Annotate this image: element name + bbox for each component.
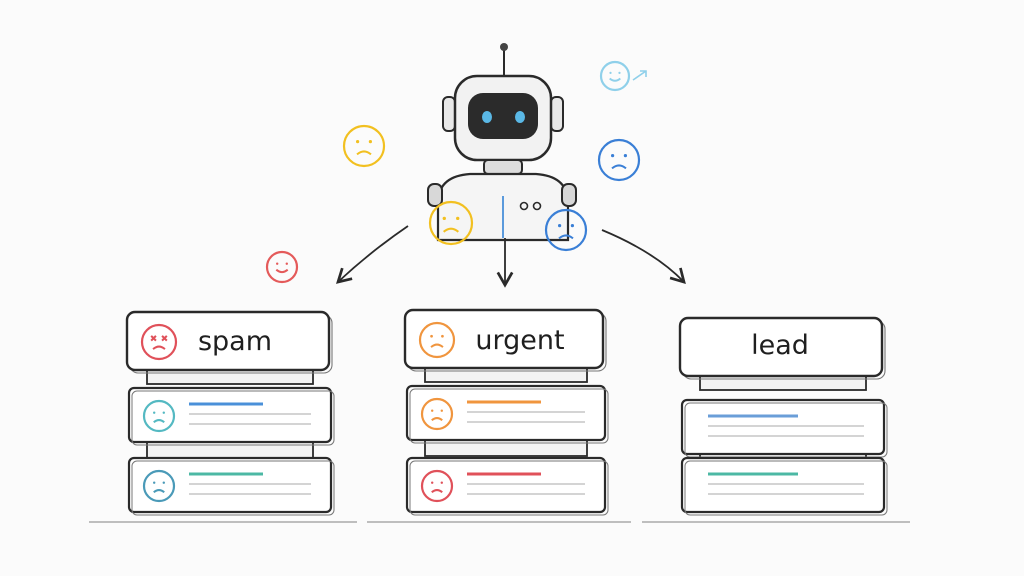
- message-card: [127, 456, 335, 516]
- lead-label-card: [678, 316, 886, 380]
- stack-shelf: [424, 439, 588, 457]
- sad-face-icon: [420, 397, 454, 431]
- robot-icon: [427, 43, 577, 242]
- sad-face-icon: [142, 469, 176, 503]
- message-card: [405, 456, 609, 516]
- arrow-to-lead: [601, 229, 686, 284]
- floating-emojis: [265, 60, 647, 284]
- dizzy-face-icon: [140, 323, 178, 361]
- stack-lead: [642, 316, 910, 523]
- sad-face-icon: [420, 469, 454, 503]
- sad-face-icon: [142, 399, 176, 433]
- frown-face-icon: [418, 321, 456, 359]
- spam-label-card: [125, 310, 333, 374]
- spam-label: spam: [198, 326, 272, 357]
- message-card: [405, 384, 609, 444]
- message-card: [127, 386, 335, 446]
- message-card: [680, 398, 888, 458]
- sad-face-icon: [342, 124, 386, 168]
- sad-face-icon: [544, 208, 588, 252]
- small-arrow-icon: [632, 70, 647, 81]
- arrow-to-spam: [336, 225, 409, 284]
- urgent-label: urgent: [475, 325, 564, 356]
- stack-shelf: [146, 441, 314, 459]
- urgent-label-card: [403, 308, 607, 372]
- sad-face-icon: [597, 138, 641, 182]
- stack-urgent: [367, 308, 631, 523]
- smile-face-icon: [265, 250, 299, 284]
- robot-eye-right: [515, 111, 525, 123]
- robot-eye-left: [482, 111, 492, 123]
- smile-face-icon: [599, 60, 631, 92]
- arrows: [336, 225, 686, 288]
- message-card: [680, 456, 888, 516]
- sad-face-icon: [428, 200, 474, 246]
- lead-label: lead: [751, 330, 809, 361]
- stack-spam: [89, 310, 357, 523]
- category-stacks: [89, 308, 910, 523]
